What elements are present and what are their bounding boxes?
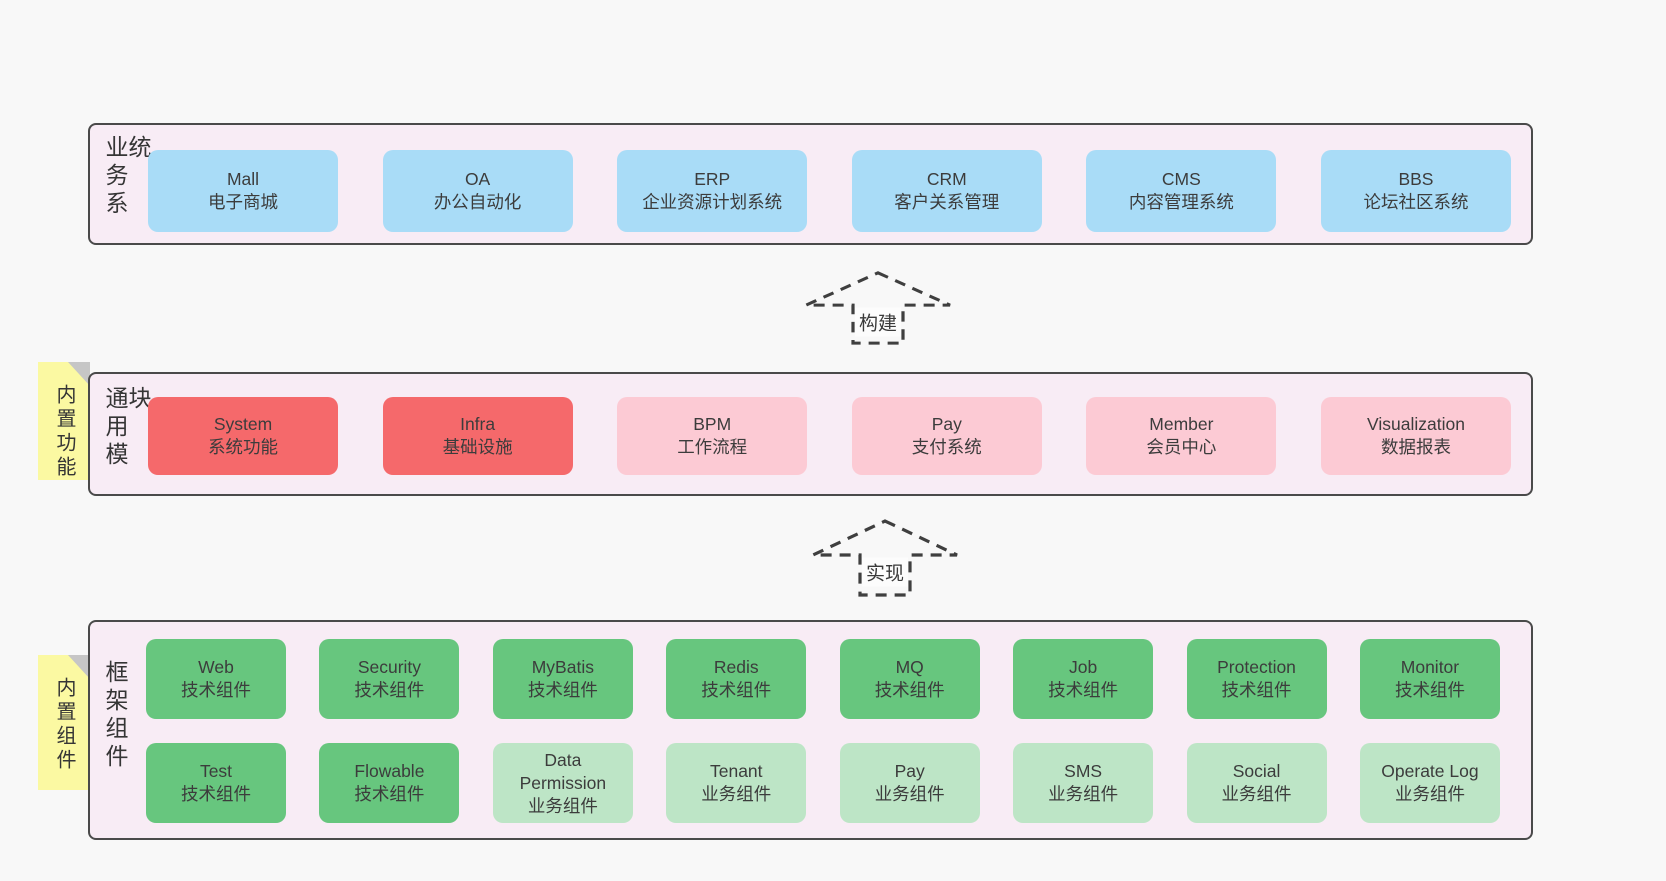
module-box-visualization: Visualization 数据报表 xyxy=(1320,397,1511,475)
modules-box-row: System 系统功能 Infra 基础设施 BPM 工作流程 Pay 支付系统… xyxy=(148,397,1511,475)
business-systems-panel: 业务系统 Mall 电子商城 OA 办公自动化 ERP 企业资源计划系统 CRM… xyxy=(88,123,1533,245)
sticky-tab-label: 内置功能 xyxy=(53,384,75,480)
arrow-label: 构建 xyxy=(854,307,902,337)
component-box-mq: MQ 技术组件 xyxy=(839,639,980,719)
component-box-web: Web 技术组件 xyxy=(146,639,286,719)
component-box-data-permission: Data Permission 业务组件 xyxy=(492,743,633,823)
build-arrow: 构建 xyxy=(803,270,953,346)
framework-box-row-2: Test 技术组件 Flowable 技术组件 Data Permission … xyxy=(146,743,1500,823)
sticky-tab-built-in-features: 内置功能 xyxy=(38,362,90,480)
dashed-up-arrow-icon xyxy=(812,519,958,597)
component-box-job: Job 技术组件 xyxy=(1013,639,1154,719)
component-box-pay: Pay 业务组件 xyxy=(839,743,980,823)
business-box-bbs: BBS 论坛社区系统 xyxy=(1320,150,1511,232)
business-box-cms: CMS 内容管理系统 xyxy=(1086,150,1277,232)
sticky-tab-label: 内置组件 xyxy=(53,677,75,773)
component-box-social: Social 业务组件 xyxy=(1186,743,1327,823)
sticky-tab-built-in-components: 内置组件 xyxy=(38,655,90,790)
panel-title: 框架组件 xyxy=(102,660,128,772)
framework-components-panel: 框架组件 Web 技术组件 Security 技术组件 MyBatis 技术组件… xyxy=(88,620,1533,840)
business-box-crm: CRM 客户关系管理 xyxy=(851,150,1042,232)
component-box-security: Security 技术组件 xyxy=(319,639,460,719)
component-box-redis: Redis 技术组件 xyxy=(666,639,807,719)
dashed-up-arrow-icon xyxy=(805,271,951,345)
component-box-mybatis: MyBatis 技术组件 xyxy=(492,639,633,719)
folded-corner-icon xyxy=(68,362,90,386)
component-box-test: Test 技术组件 xyxy=(146,743,286,823)
business-box-erp: ERP 企业资源计划系统 xyxy=(617,150,808,232)
module-box-infra: Infra 基础设施 xyxy=(382,397,573,475)
framework-box-row-1: Web 技术组件 Security 技术组件 MyBatis 技术组件 Redi… xyxy=(146,639,1500,719)
business-box-row: Mall 电子商城 OA 办公自动化 ERP 企业资源计划系统 CRM 客户关系… xyxy=(148,150,1511,232)
business-box-oa: OA 办公自动化 xyxy=(382,150,573,232)
module-box-bpm: BPM 工作流程 xyxy=(617,397,808,475)
module-box-pay: Pay 支付系统 xyxy=(851,397,1042,475)
module-box-system: System 系统功能 xyxy=(148,397,338,475)
implement-arrow: 实现 xyxy=(810,518,960,598)
folded-corner-icon xyxy=(68,655,90,679)
arrow-label: 实现 xyxy=(861,557,909,587)
component-box-tenant: Tenant 业务组件 xyxy=(666,743,807,823)
component-box-flowable: Flowable 技术组件 xyxy=(319,743,460,823)
panel-title: 业务系统 xyxy=(102,135,151,219)
common-modules-panel: 通用模块 System 系统功能 Infra 基础设施 BPM 工作流程 Pay… xyxy=(88,372,1533,496)
component-box-sms: SMS 业务组件 xyxy=(1013,743,1154,823)
business-box-mall: Mall 电子商城 xyxy=(148,150,338,232)
component-box-protection: Protection 技术组件 xyxy=(1186,639,1327,719)
component-box-operate-log: Operate Log 业务组件 xyxy=(1359,743,1500,823)
component-box-monitor: Monitor 技术组件 xyxy=(1359,639,1500,719)
panel-title: 通用模块 xyxy=(102,386,151,470)
module-box-member: Member 会员中心 xyxy=(1086,397,1277,475)
